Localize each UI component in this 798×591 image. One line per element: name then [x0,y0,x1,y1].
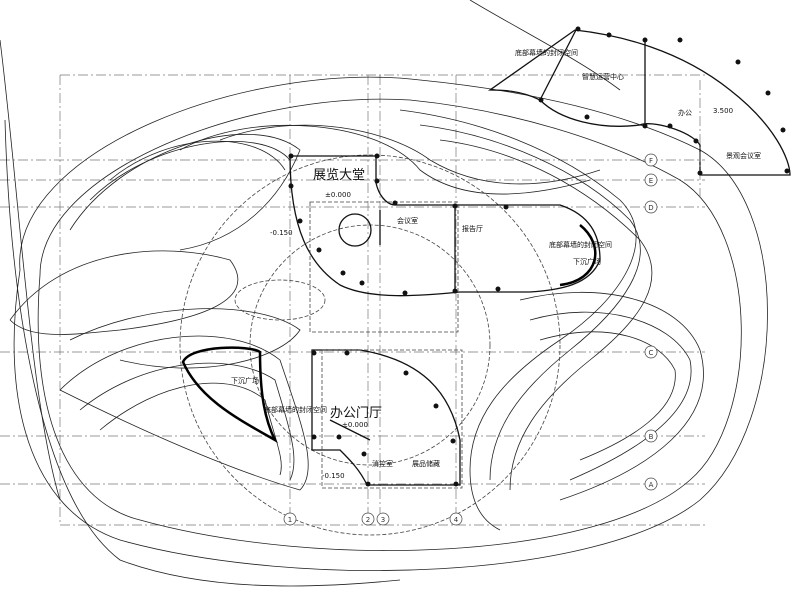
svg-text:3: 3 [381,516,385,524]
svg-text:D: D [648,204,653,212]
office-lobby-label: 办公门厅 [330,406,382,421]
axis-marker-2: 2 [361,512,375,526]
svg-text:4: 4 [454,516,459,524]
axis-marker-3: 3 [376,512,390,526]
closed-space-top-label: 底部幕墙的封闭空间 [515,48,578,57]
elevation-3500: 3.500 [713,107,733,115]
smart-ops-center-label: 智慧运营中心 [582,72,624,81]
closed-space-right-label: 底部幕墙的封闭空间 [549,240,612,249]
elevation-000-top: ±0.000 [325,191,351,199]
exhibit-storage-label: 展品储藏 [412,459,440,468]
svg-text:1: 1 [288,516,292,524]
axis-marker-C: C [644,345,658,359]
axis-marker-A: A [644,477,658,491]
grid-axis-markers: 1 2 3 4 F E D C B A [283,153,658,526]
room-labels: 底部幕墙的封闭空间 智慧运营中心 办公 3.500 景观会议室 展览大堂 ±0.… [231,48,761,480]
axis-marker-D: D [644,200,658,214]
axis-marker-4: 4 [449,512,463,526]
lecture-hall-label: 报告厅 [462,224,483,233]
svg-text:F: F [649,157,653,165]
grid-lines [0,74,705,526]
svg-text:2: 2 [366,516,370,524]
sunken-plaza-left-label: 下沉广场 [231,376,259,385]
office-building-outline [181,346,463,489]
meeting-room-label: 会议室 [397,216,418,225]
axis-marker-1: 1 [283,512,297,526]
construction-circles [179,154,561,536]
closed-space-left-label: 底部幕墙的封闭空间 [264,405,327,414]
axis-marker-E: E [644,173,658,187]
landscape-meeting-label: 景观会议室 [726,151,761,160]
elevation-neg150-left: -0.150 [270,229,293,237]
structural-columns [288,26,790,487]
svg-text:C: C [649,349,654,357]
svg-text:E: E [649,177,653,185]
axis-marker-F: F [644,153,658,167]
svg-text:A: A [649,481,654,489]
control-room-label: 消控室 [372,459,393,468]
sunken-plaza-right-label: 下沉广场 [573,257,601,266]
elevation-neg150-bottom: -0.150 [322,472,345,480]
exhibition-hall-label: 展览大堂 [313,167,365,183]
svg-text:B: B [649,433,654,441]
office-label: 办公 [678,108,692,117]
landscape-contours [0,0,768,587]
elevation-000-bottom: ±0.000 [342,421,368,429]
axis-marker-B: B [644,429,658,443]
